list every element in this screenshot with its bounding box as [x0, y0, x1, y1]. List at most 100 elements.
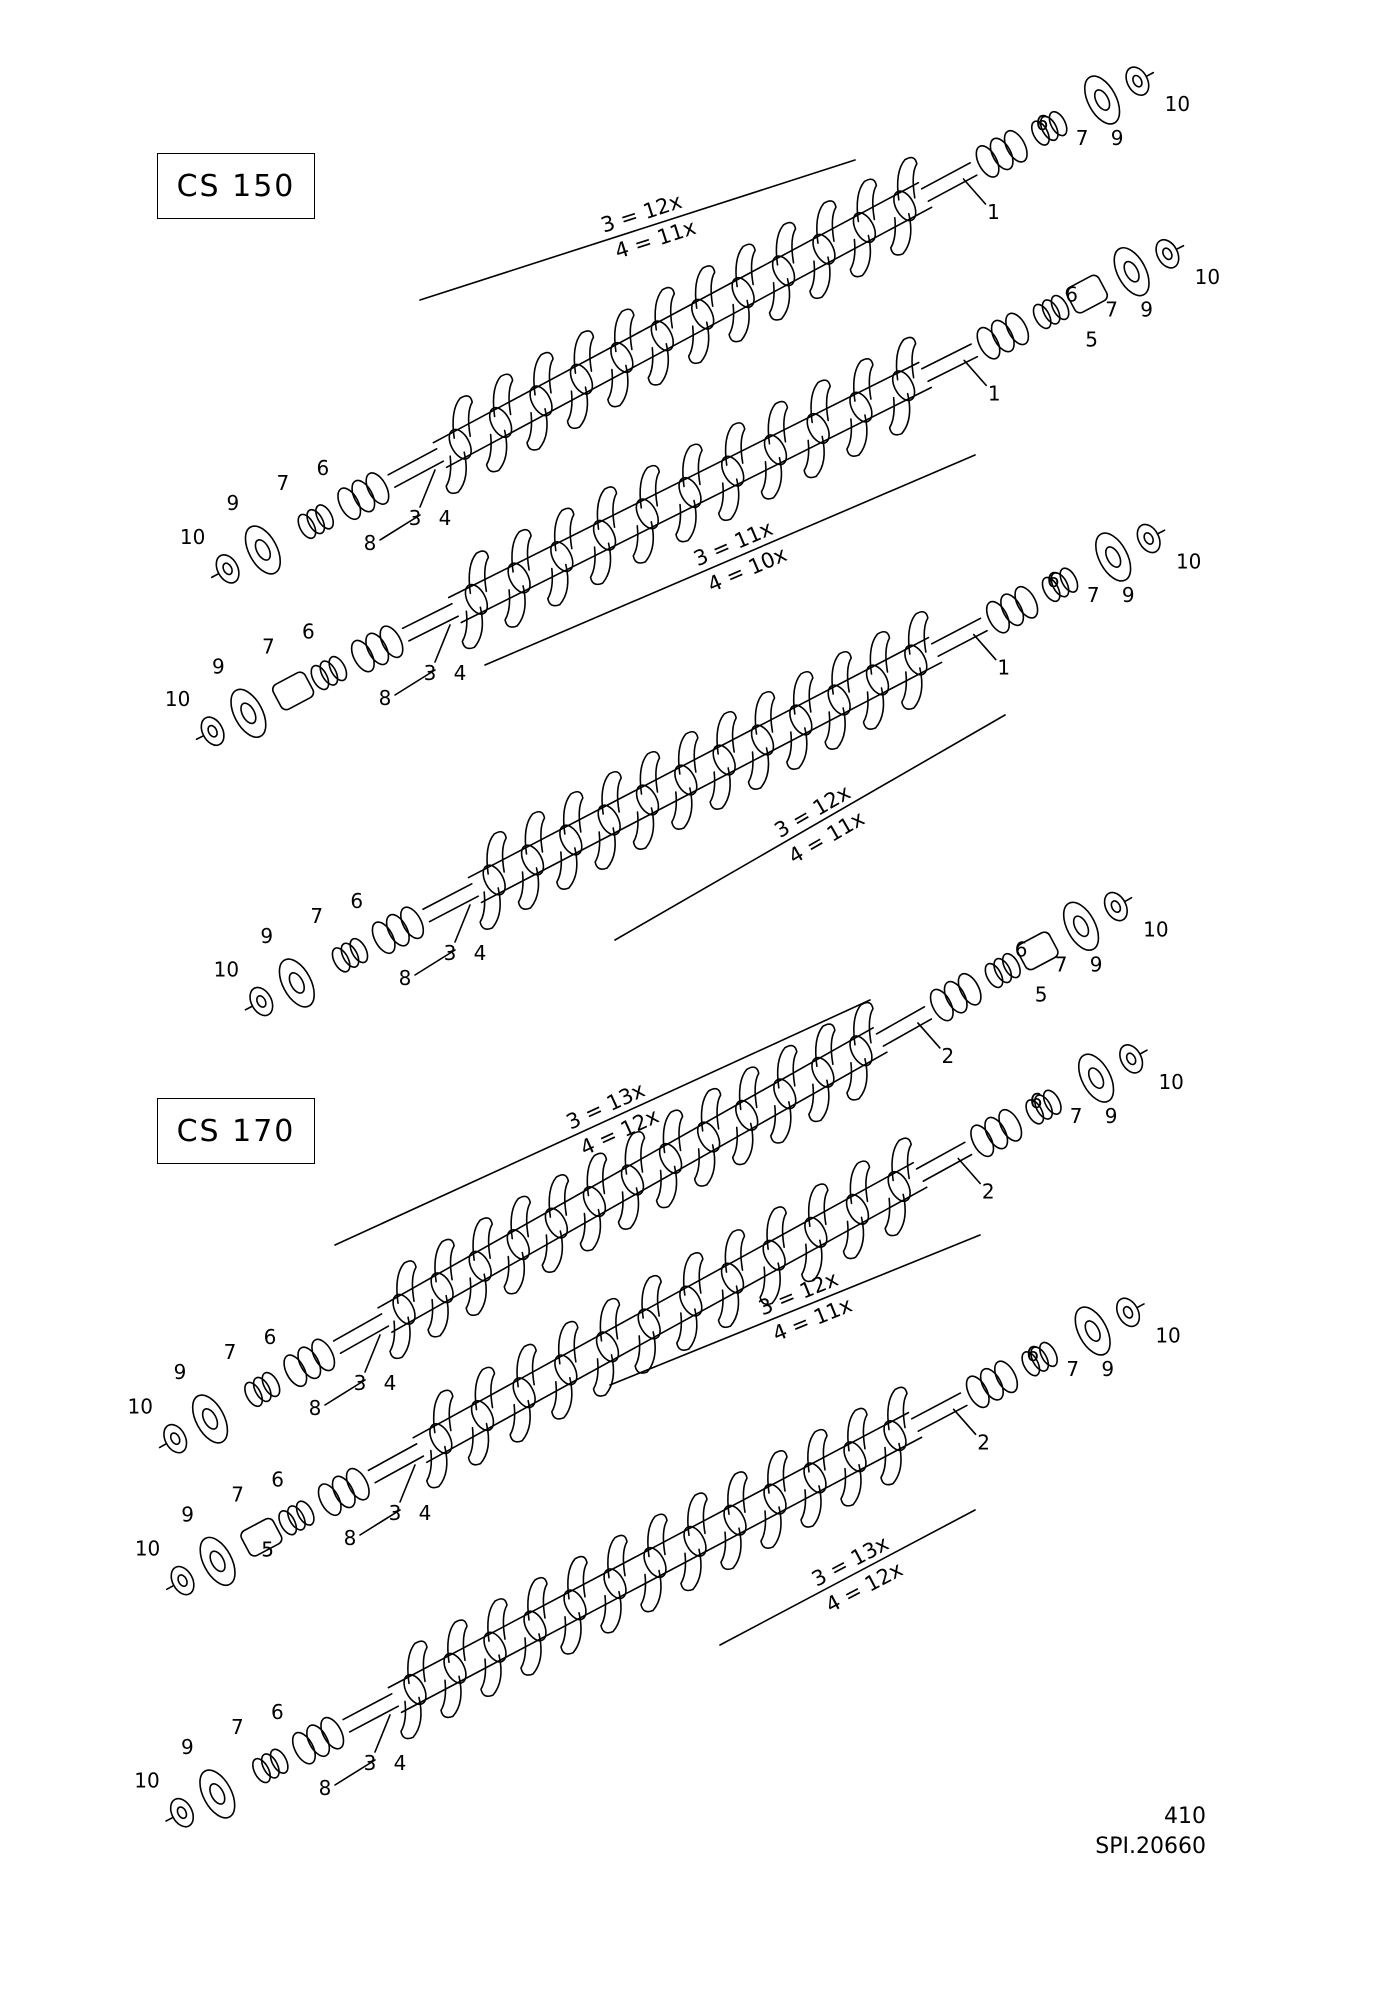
tine-upper [486, 830, 507, 875]
part-number-10: 10 [1195, 265, 1220, 289]
tine-hub [597, 804, 621, 836]
tine-hub [762, 1239, 786, 1271]
tine-hub [582, 1185, 607, 1218]
spring-washer [975, 145, 1000, 178]
quantity-bracket [614, 714, 1006, 941]
tine-lower [717, 478, 740, 522]
tine-lower [467, 1422, 490, 1466]
tine-upper [682, 443, 703, 488]
tine-hub [483, 1631, 507, 1663]
part-number-9: 9 [212, 654, 225, 678]
tine-lower [600, 1590, 622, 1634]
flange-bore [1105, 546, 1122, 568]
shim [1041, 576, 1061, 603]
tine-hub [763, 1483, 787, 1515]
bearing-assembly-right-cs150-c [985, 523, 1166, 634]
tine-lower [566, 386, 589, 430]
rotor-tube [467, 636, 943, 904]
tine-upper [548, 1174, 570, 1218]
tine-lower [901, 667, 923, 710]
spring-washer [337, 487, 362, 521]
part-number-4: 4 [384, 1371, 397, 1395]
spring-washer [297, 1346, 322, 1380]
bearing [1125, 66, 1150, 96]
part-number-6: 6 [1026, 1342, 1039, 1366]
tine-lower [671, 787, 693, 830]
rotor-shaft-cs150-b [401, 336, 979, 650]
tine-lower [759, 1262, 781, 1306]
shaft-end-right [915, 1141, 973, 1182]
tine-hub [443, 1652, 467, 1684]
leader-line [454, 904, 471, 943]
part-number-4: 4 [474, 941, 487, 965]
part-number-9: 9 [1101, 1357, 1114, 1381]
bearing [215, 554, 240, 584]
part-number-10: 10 [135, 1537, 160, 1561]
leader-line [379, 514, 421, 541]
page-number: 410 [1164, 1804, 1206, 1829]
part-number-5: 5 [1035, 982, 1048, 1006]
flange [199, 1769, 236, 1819]
flange [1113, 247, 1150, 297]
tine-lower [760, 456, 783, 500]
tine-lower [842, 1216, 865, 1260]
sleeve [1065, 274, 1109, 314]
shim [244, 1381, 264, 1408]
tine-upper [677, 730, 699, 775]
part-number-5: 5 [261, 1537, 274, 1561]
part-number-4: 4 [454, 661, 467, 685]
part-number-6: 6 [1047, 568, 1060, 592]
tine-lower [594, 827, 616, 870]
tine-hub [512, 1377, 536, 1409]
shim [1050, 572, 1070, 598]
tine-upper [468, 550, 490, 595]
shim [1032, 303, 1052, 330]
part-number-9: 9 [1090, 952, 1103, 976]
bearing-bore [1110, 900, 1122, 913]
tine-upper [407, 1640, 428, 1685]
tine-lower [808, 1079, 830, 1123]
bearing-bore [169, 1432, 181, 1446]
part-number-7: 7 [1070, 1104, 1083, 1128]
part-number-10: 10 [1176, 550, 1201, 574]
tine-lower [556, 847, 578, 890]
leader-line [419, 469, 436, 508]
tine-upper [767, 400, 789, 445]
tine-lower [461, 606, 484, 650]
sleeve [240, 1517, 283, 1557]
tine-upper [601, 770, 622, 815]
part-number-7: 7 [1055, 952, 1068, 976]
tine-upper [856, 178, 878, 223]
tine-upper [487, 1598, 508, 1642]
spring-washer [979, 1367, 1004, 1401]
tine-lower [547, 563, 569, 607]
tine-hub [683, 1525, 707, 1557]
tine-lower [520, 1633, 542, 1676]
bearing-bore [222, 562, 233, 576]
axis-tick [210, 572, 220, 579]
axis-tick [244, 1005, 254, 1011]
tine-upper [754, 690, 776, 735]
bearing [163, 1423, 188, 1454]
tine-lower [560, 1612, 582, 1655]
part-number-9: 9 [1111, 126, 1124, 150]
tine-hub [731, 276, 755, 309]
tine-hub [544, 1207, 569, 1239]
tine-upper [434, 1238, 455, 1283]
tine-upper [524, 810, 546, 855]
part-number-7: 7 [1066, 1357, 1079, 1381]
quantity-bracket [484, 454, 976, 666]
part-number-9: 9 [1122, 583, 1135, 607]
tine-hub [650, 320, 675, 352]
tine-lower [840, 1463, 862, 1507]
tine-hub [750, 724, 775, 756]
part-number-9: 9 [1140, 298, 1153, 322]
tine-hub [430, 1272, 454, 1304]
tine-upper [474, 1366, 496, 1411]
tine-hub [852, 211, 877, 244]
tine-upper [511, 528, 532, 573]
tine-upper [816, 200, 837, 244]
leader-line [957, 1157, 981, 1185]
tine-upper [567, 1555, 588, 1600]
spring-washer [929, 988, 954, 1022]
